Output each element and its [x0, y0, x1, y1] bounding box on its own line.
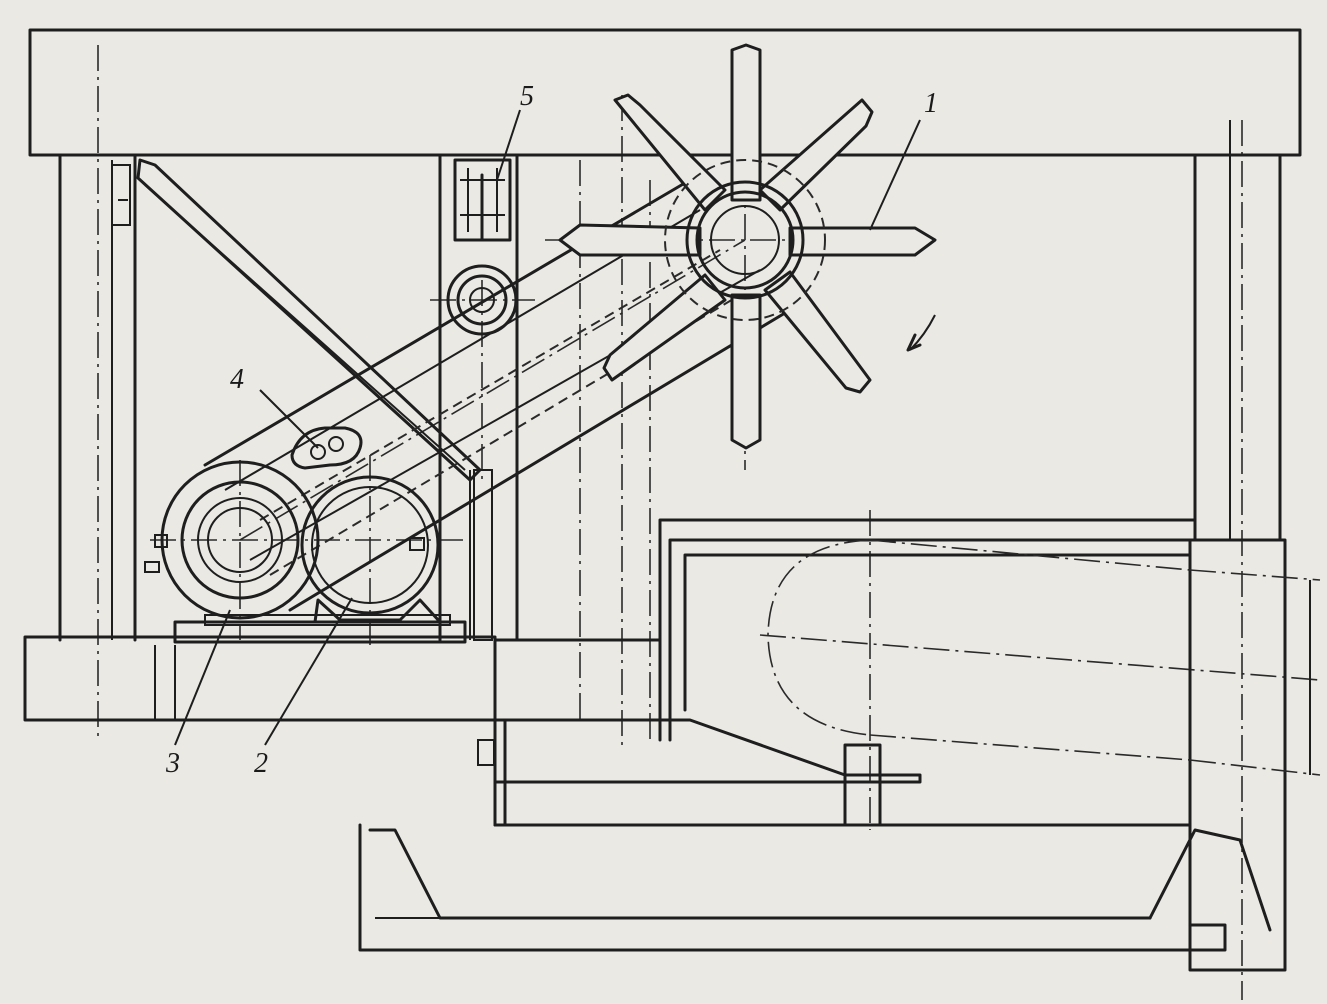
- star-wheel: [558, 43, 937, 450]
- callout-2: 2: [254, 748, 268, 779]
- central-post: [438, 153, 519, 642]
- right-column: [1188, 120, 1287, 972]
- loading-frame: [658, 518, 1321, 776]
- bottom-trough: [358, 823, 1272, 952]
- roller-outline: [767, 539, 1191, 761]
- left-column: [58, 153, 137, 642]
- callouts: 1 5 4 3 2: [165, 81, 938, 779]
- callout-5: 5: [520, 81, 534, 112]
- callout-4: 4: [230, 364, 244, 395]
- coupling: [290, 426, 363, 470]
- drive-pulley: [144, 460, 320, 620]
- lower-platform: [477, 718, 1192, 827]
- belt-tensioner: [446, 158, 518, 336]
- base-frame: [23, 614, 662, 722]
- callout-3: 3: [165, 748, 180, 779]
- electric-motor: [300, 475, 442, 624]
- leader-lines: [174, 109, 921, 746]
- belt-casing: [203, 178, 792, 612]
- callout-1: 1: [924, 88, 938, 119]
